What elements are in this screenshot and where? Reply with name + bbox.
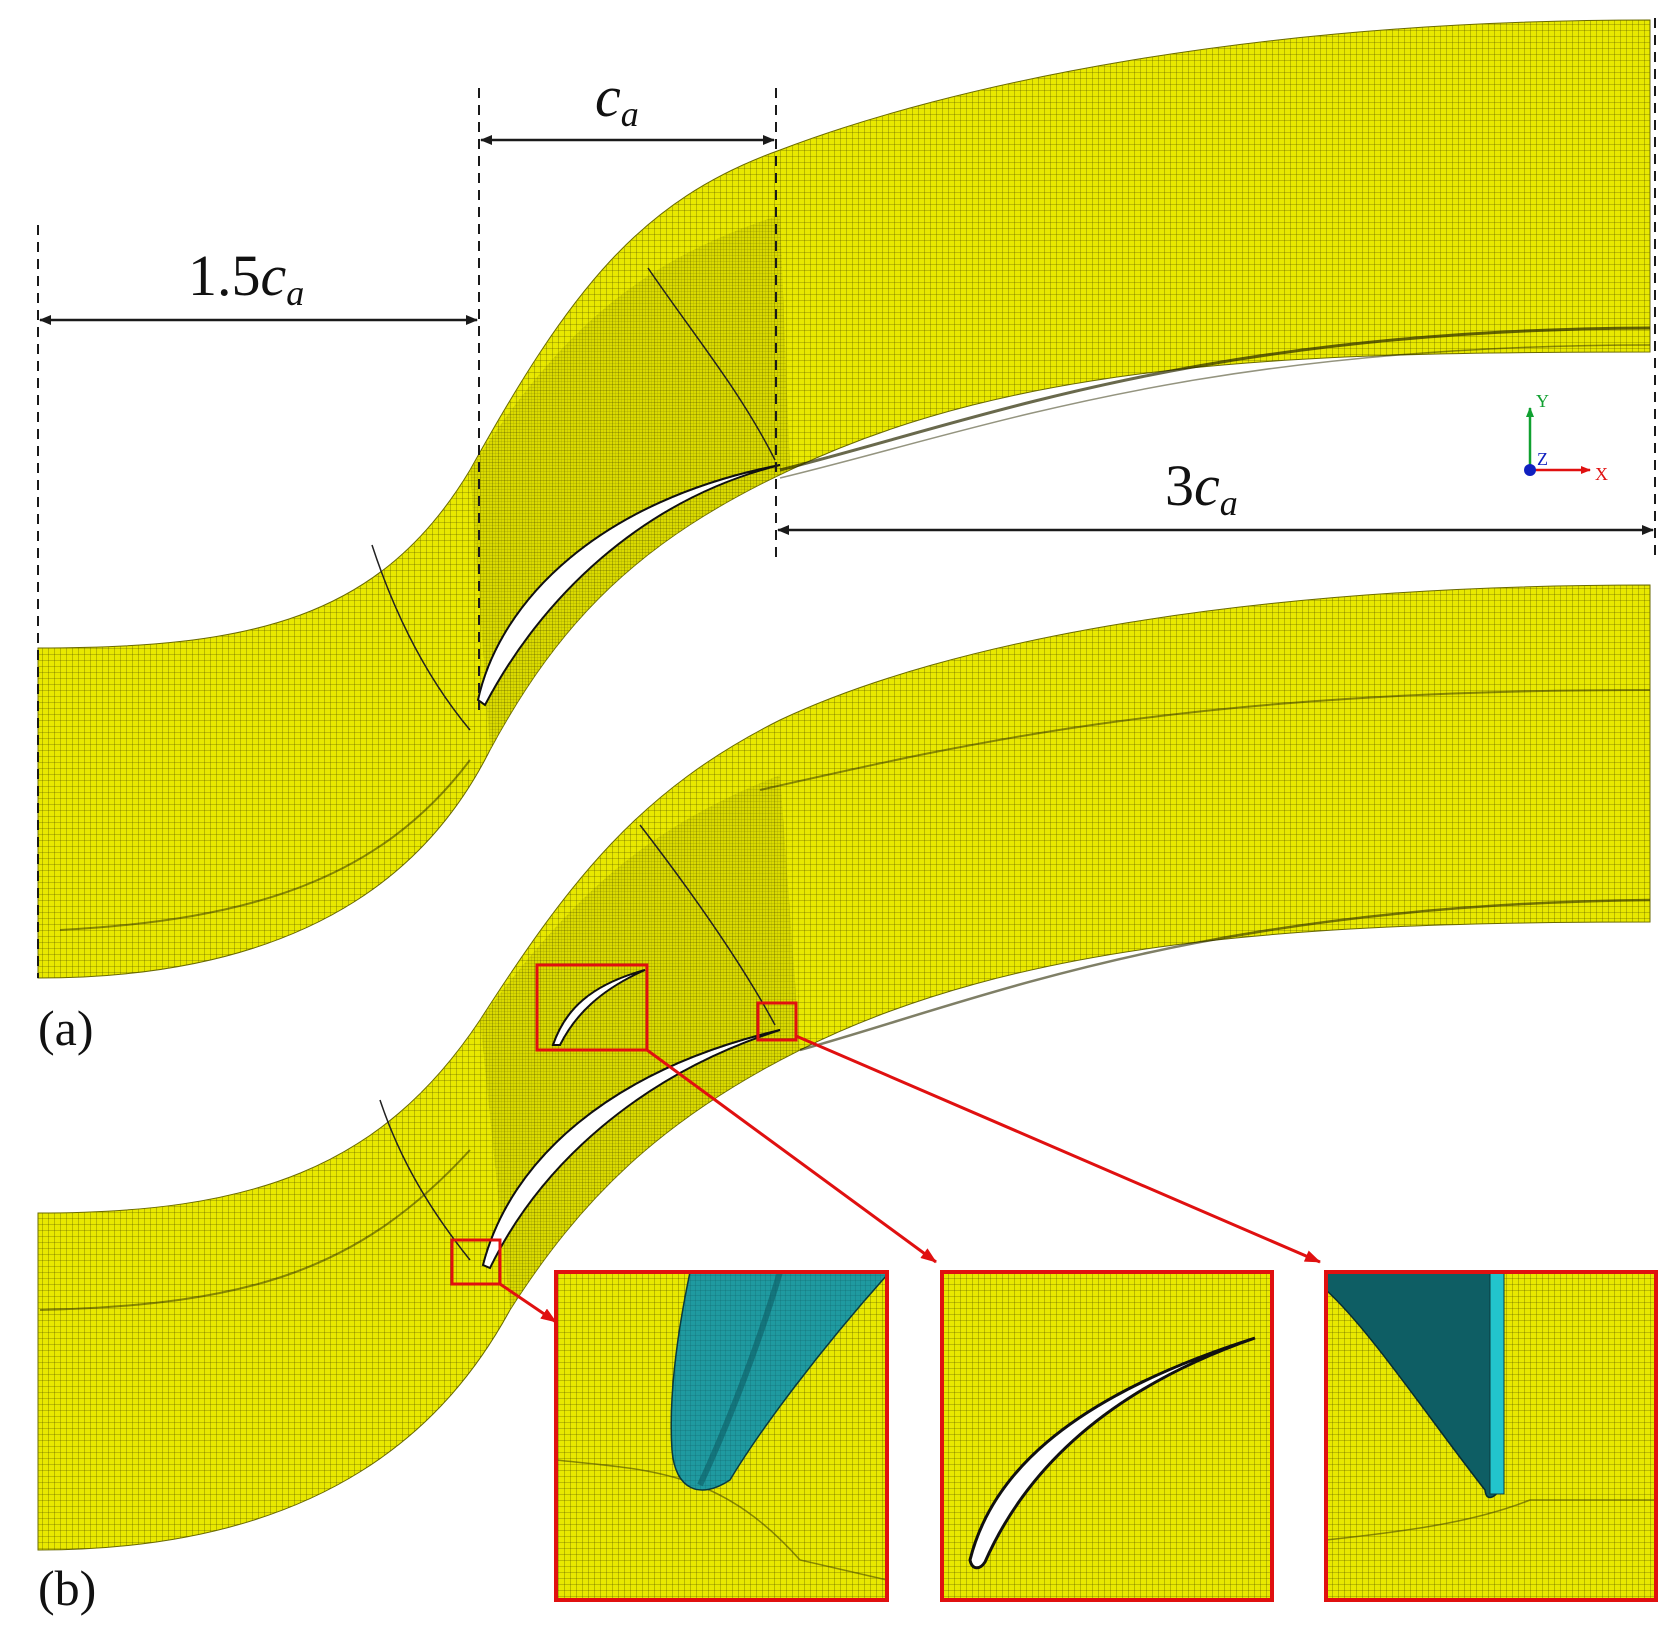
z-axis-dot	[1524, 464, 1536, 476]
dimension-label-downstream: 3ca	[1165, 453, 1238, 523]
inset-trailing-edge-detail	[1324, 1270, 1658, 1602]
mesh-domain-a	[37, 19, 1651, 979]
panel-label-a: (a)	[38, 1000, 94, 1056]
z-axis-label: Z	[1537, 449, 1548, 469]
callout-box-leading-edge	[450, 1238, 502, 1286]
dimension-lines: 1.5ca ca 3ca	[37, 18, 1656, 978]
y-axis-label: Y	[1536, 391, 1549, 411]
callout-arrow-leading-edge	[499, 1282, 557, 1324]
dimension-label-ca: ca	[595, 64, 639, 134]
callout-box-front-blade	[535, 963, 649, 1052]
passage-mesh-a	[37, 19, 1651, 979]
inset-tandem-front-blade-detail	[940, 1270, 1274, 1602]
x-axis-label: X	[1595, 464, 1608, 484]
callout-arrow-trailing-edge	[795, 1034, 1321, 1264]
rear-blade-section-b	[481, 1029, 781, 1270]
inset-leading-edge-detail	[554, 1270, 889, 1602]
callout-arrow-front-blade	[646, 1048, 937, 1264]
blade-section-a	[476, 464, 781, 707]
callout-box-trailing-edge	[756, 1001, 798, 1042]
airfoil-section-icon	[968, 1336, 1256, 1570]
blade-leading-edge-3d-icon	[670, 1271, 888, 1491]
callouts	[450, 963, 1321, 1324]
coordinate-axes-icon: Y Z X	[1524, 391, 1608, 484]
mesh-domain-b	[37, 584, 1651, 1551]
blade-trailing-edge-3d-icon	[1325, 1271, 1503, 1499]
panel-label-b: (b)	[38, 1560, 96, 1616]
front-blade-section-b	[551, 969, 646, 1046]
dimension-label-upstream: 1.5ca	[188, 243, 304, 313]
passage-mesh-b	[37, 584, 1651, 1551]
